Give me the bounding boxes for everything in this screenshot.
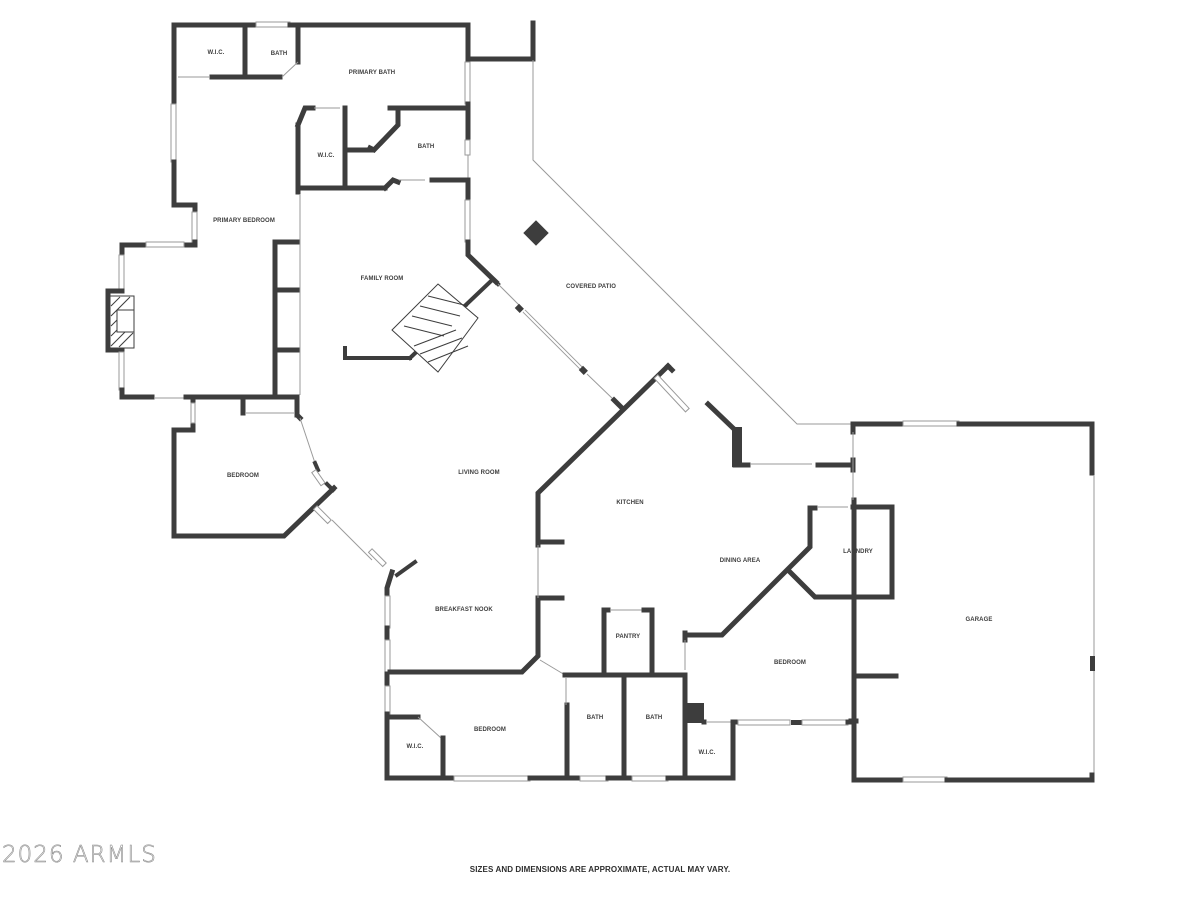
- room-label-wic: W.I.C.: [208, 50, 225, 56]
- room-label-bath: BATH: [418, 144, 435, 150]
- watermark: 2026 ARMLS: [2, 842, 157, 869]
- garage-walls: [848, 420, 1095, 783]
- room-label-wic: W.I.C.: [699, 750, 716, 756]
- west-bedroom-walls: [171, 394, 418, 598]
- room-label-garage: GARAGE: [966, 617, 993, 623]
- room-label-covered-patio: COVERED PATIO: [566, 284, 616, 290]
- room-label-pantry: PANTRY: [616, 634, 641, 640]
- room-label-bedroom: BEDROOM: [774, 660, 806, 666]
- covered-patio-outline: [493, 60, 852, 425]
- room-label-family-room: FAMILY ROOM: [361, 276, 404, 282]
- room-label-wic: W.I.C.: [407, 744, 424, 750]
- room-labels: W.I.C. BATH PRIMARY BATH W.I.C. BATH PRI…: [208, 50, 993, 756]
- room-label-bedroom: BEDROOM: [227, 473, 259, 479]
- patio-column-icon: [523, 220, 549, 246]
- room-label-bath: BATH: [646, 715, 663, 721]
- south-walls: [384, 362, 895, 782]
- fireplace-icon: [109, 295, 135, 349]
- room-label-breakfast-nook: BREAKFAST NOOK: [435, 607, 493, 613]
- room-label-bedroom: BEDROOM: [474, 727, 506, 733]
- room-label-bath: BATH: [587, 715, 604, 721]
- room-label-living-room: LIVING ROOM: [458, 470, 499, 476]
- disclaimer-text: SIZES AND DIMENSIONS ARE APPROXIMATE, AC…: [469, 865, 731, 874]
- room-label-kitchen: KITCHEN: [616, 500, 643, 506]
- room-label-bath: BATH: [271, 51, 288, 57]
- upper-bath-walls: [294, 105, 471, 243]
- room-label-primary-bath: PRIMARY BATH: [349, 70, 395, 76]
- staircase-icon: [391, 283, 479, 373]
- room-label-primary-bedroom: PRIMARY BEDROOM: [213, 218, 275, 224]
- room-label-laundry: LAUNDRY: [843, 549, 873, 555]
- family-room-walls: [272, 195, 500, 398]
- kitchen-walls: [653, 362, 856, 473]
- room-label-dining-area: DINING AREA: [720, 558, 761, 564]
- room-label-wic: W.I.C.: [318, 153, 335, 159]
